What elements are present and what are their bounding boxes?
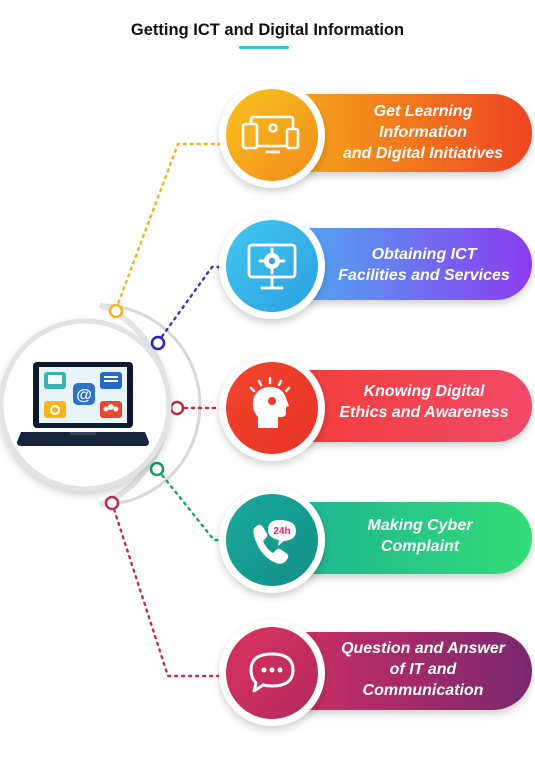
item-4-line-1: Making Cyber (367, 517, 473, 534)
item-2-label: Obtaining ICT Facilities and Services (326, 244, 522, 286)
connector-4 (156, 468, 224, 542)
phone-24h-icon: 24h (253, 520, 296, 564)
chat-bubble-icon (249, 652, 295, 693)
laptop-screen-label: @ (76, 387, 92, 404)
node-1 (108, 303, 124, 319)
item-4-line-2: Complaint (380, 538, 460, 555)
laptop-icon (17, 362, 149, 446)
devices-icon (241, 115, 300, 154)
item-3-label: Knowing Digital Ethics and Awareness (326, 381, 522, 423)
item-2-line-1: Obtaining ICT (371, 246, 477, 263)
item-4-label: Making Cyber Complaint (326, 515, 514, 557)
node-3 (169, 400, 185, 416)
item-1-line-2: Information (379, 124, 467, 141)
item-5-line-3: Communication (362, 682, 484, 699)
item-1-line-3: and Digital Initiatives (342, 145, 504, 162)
node-4 (149, 461, 165, 477)
connector-1 (114, 142, 224, 311)
item-5-label: Question and Answer of IT and Communicat… (326, 638, 520, 701)
diagram-title: Getting ICT and Digital Information (130, 21, 405, 39)
item-5 (219, 620, 532, 726)
item-1 (219, 82, 532, 188)
node-2 (150, 335, 166, 351)
connector-2 (156, 265, 224, 344)
item-3-line-1: Knowing Digital (363, 383, 485, 400)
connector-5 (110, 501, 224, 678)
item-1-line-1: Get Learning (373, 103, 473, 120)
outer-arc (99, 303, 202, 507)
item-4: 24h (219, 487, 532, 593)
phone-24h-label: 24h (273, 526, 290, 537)
node-5 (104, 495, 120, 511)
item-3-line-2: Ethics and Awareness (339, 404, 509, 421)
title-underline (239, 46, 289, 49)
monitor-gear-icon (247, 243, 297, 290)
item-3 (219, 355, 532, 461)
item-2 (219, 213, 532, 319)
item-2-line-2: Facilities and Services (338, 267, 510, 284)
head-idea-icon (249, 376, 291, 428)
item-5-line-2: of IT and (389, 661, 457, 678)
item-5-line-1: Question and Answer (341, 640, 505, 657)
laptop-hub: @ (0, 318, 172, 492)
item-1-label: Get Learning Information and Digital Ini… (328, 101, 518, 164)
